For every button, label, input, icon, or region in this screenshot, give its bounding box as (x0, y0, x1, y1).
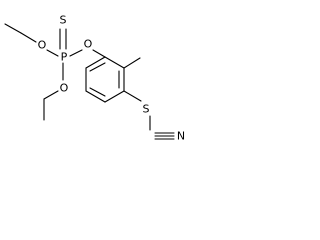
ring-double-c6-c1 (89, 62, 106, 72)
bond-p-o-aryl (69, 49, 83, 57)
bond-ethyl1-ch3 (4, 23, 22, 34)
bond-methyl (123, 57, 141, 69)
bond-o2-ch2 (43, 90, 59, 100)
atom-s-thiocyanate: S (143, 103, 150, 116)
bond-ethyl1-ch2-o (20, 32, 37, 43)
structure-diagram: S P O O O S N (4, 14, 185, 143)
atom-o-ethoxy-1: O (38, 39, 47, 52)
atom-p: P (61, 51, 68, 64)
atom-n: N (177, 130, 185, 143)
ring-bond-c6-c1 (85, 56, 106, 69)
ring-bond-c1-c2 (104, 56, 125, 69)
ring-bond-c4-c5 (85, 90, 106, 103)
bond-c3-s (123, 90, 142, 102)
ring-double-c4-c5 (89, 87, 106, 97)
atom-o-aryl: O (84, 38, 93, 51)
atom-s-thiono: S (60, 14, 67, 27)
bond-o1-p (46, 49, 59, 57)
bond-o-aryl-c1 (92, 49, 106, 58)
atom-o-ethoxy-2: O (60, 82, 69, 95)
ring-bond-c3-c4 (104, 90, 125, 103)
